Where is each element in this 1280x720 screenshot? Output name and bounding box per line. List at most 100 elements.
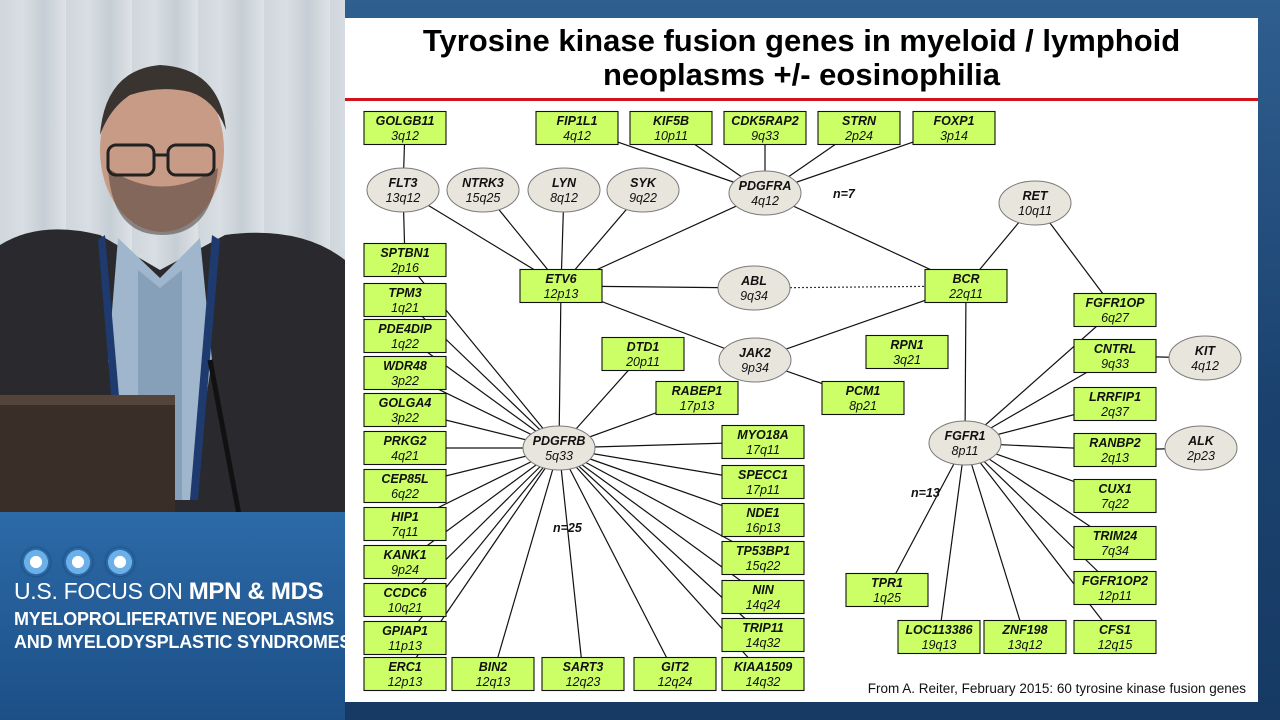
title-rule	[345, 98, 1258, 101]
chromosome-locus: 9p24	[391, 563, 419, 577]
gene-name: BCR	[952, 272, 979, 286]
chromosome-locus: 7q34	[1101, 544, 1129, 558]
gene-name: BIN2	[479, 660, 508, 674]
logo-circle-icon	[106, 548, 134, 576]
partner-box	[865, 334, 949, 370]
gene-name: KIAA1509	[734, 660, 792, 674]
edge-fgfr1-fgfr1op	[964, 309, 1116, 444]
gene-name: NIN	[752, 583, 775, 597]
gene-name: CNTRL	[1094, 342, 1136, 356]
edge-pdgfrb-bin2	[492, 447, 560, 675]
edge-pdgfrb-kank1	[404, 447, 560, 563]
partner-box	[1073, 525, 1157, 561]
kinase-ellipse	[522, 425, 596, 471]
partner-box	[363, 430, 447, 466]
source-note: From A. Reiter, February 2015: 60 tyrosi…	[867, 681, 1246, 696]
chromosome-locus: 8p21	[849, 399, 877, 413]
gene-name: FIP1L1	[557, 114, 598, 128]
brand-title-bold: MPN & MDS	[188, 578, 324, 605]
chromosome-locus: 3q12	[391, 129, 419, 143]
slide-title-line2: neoplasms +/- eosinophilia	[602, 57, 1001, 92]
partner-box	[721, 424, 805, 460]
partner-box	[541, 656, 625, 692]
chromosome-locus: 4q12	[1191, 359, 1219, 373]
brand-subtitle-line2: AND MYELODYSPLASTIC SYNDROMES	[14, 632, 352, 652]
chromosome-locus: 14q24	[746, 598, 781, 612]
chromosome-locus: 8q12	[550, 191, 578, 205]
chromosome-locus: 17p11	[746, 483, 780, 497]
partner-box	[1073, 570, 1157, 606]
kinase-ellipse	[998, 180, 1072, 226]
gene-name: KANK1	[383, 548, 426, 562]
kinase-ellipse	[728, 170, 802, 216]
chromosome-locus: 14q32	[746, 636, 781, 650]
edge-etv6-pdgfrb	[558, 285, 562, 449]
partner-box	[721, 464, 805, 500]
gene-name: RANBP2	[1089, 436, 1140, 450]
gene-name: ABL	[740, 274, 767, 288]
edge-pdgfrb-tp53bp1	[558, 447, 764, 559]
partner-box	[363, 620, 447, 656]
chromosome-locus: 10q21	[388, 601, 423, 615]
partner-box	[817, 110, 901, 146]
partner-box	[1073, 619, 1157, 655]
partner-box	[1073, 386, 1157, 422]
chromosome-locus: 9q22	[629, 191, 657, 205]
chromosome-locus: 10p11	[654, 129, 688, 143]
partner-box	[363, 544, 447, 580]
partner-box	[721, 656, 805, 692]
gene-name: RPN1	[890, 338, 923, 352]
gene-name: KIT	[1195, 344, 1217, 358]
kinase-ellipse	[1164, 425, 1238, 471]
chromosome-locus: 12q15	[1098, 638, 1133, 652]
gene-name: KIF5B	[653, 114, 689, 128]
partner-box	[655, 380, 739, 416]
kinase-ellipse	[366, 167, 440, 213]
partner-box	[363, 355, 447, 391]
chromosome-locus: 12q24	[658, 675, 693, 689]
event-logo	[22, 548, 134, 576]
gene-name: RET	[1023, 189, 1049, 203]
brand-subtitle-line1: MYELOPROLIFERATIVE NEOPLASMS	[14, 609, 335, 629]
chromosome-locus: 2q13	[1100, 451, 1129, 465]
gene-name: PDE4DIP	[378, 322, 432, 336]
chromosome-locus: 3p14	[940, 129, 968, 143]
partner-box	[633, 656, 717, 692]
gene-name: ETV6	[545, 272, 577, 286]
gene-name: GOLGB11	[376, 114, 435, 128]
fusion-network-diagram: GOLGB113q12FIP1L14q12KIF5B10p11CDK5RAP29…	[363, 110, 1242, 692]
chromosome-locus: 4q12	[563, 129, 591, 143]
partner-box	[723, 110, 807, 146]
brand-title: U.S. FOCUS ON MPN & MDS	[14, 578, 324, 606]
chromosome-locus: 12p13	[544, 287, 579, 301]
chromosome-locus: 12p11	[1098, 589, 1132, 603]
gene-name: FGFR1OP2	[1082, 574, 1148, 588]
partner-box	[363, 468, 447, 504]
gene-name: GIT2	[661, 660, 689, 674]
chromosome-locus: 3q21	[893, 353, 921, 367]
partner-box	[535, 110, 619, 146]
edge-fgfr1-tpr1	[886, 442, 966, 591]
gene-name: CEP85L	[381, 472, 428, 486]
chromosome-locus: 22q11	[948, 287, 983, 301]
chromosome-locus: 9q33	[751, 129, 779, 143]
gene-name: WDR48	[383, 359, 427, 373]
